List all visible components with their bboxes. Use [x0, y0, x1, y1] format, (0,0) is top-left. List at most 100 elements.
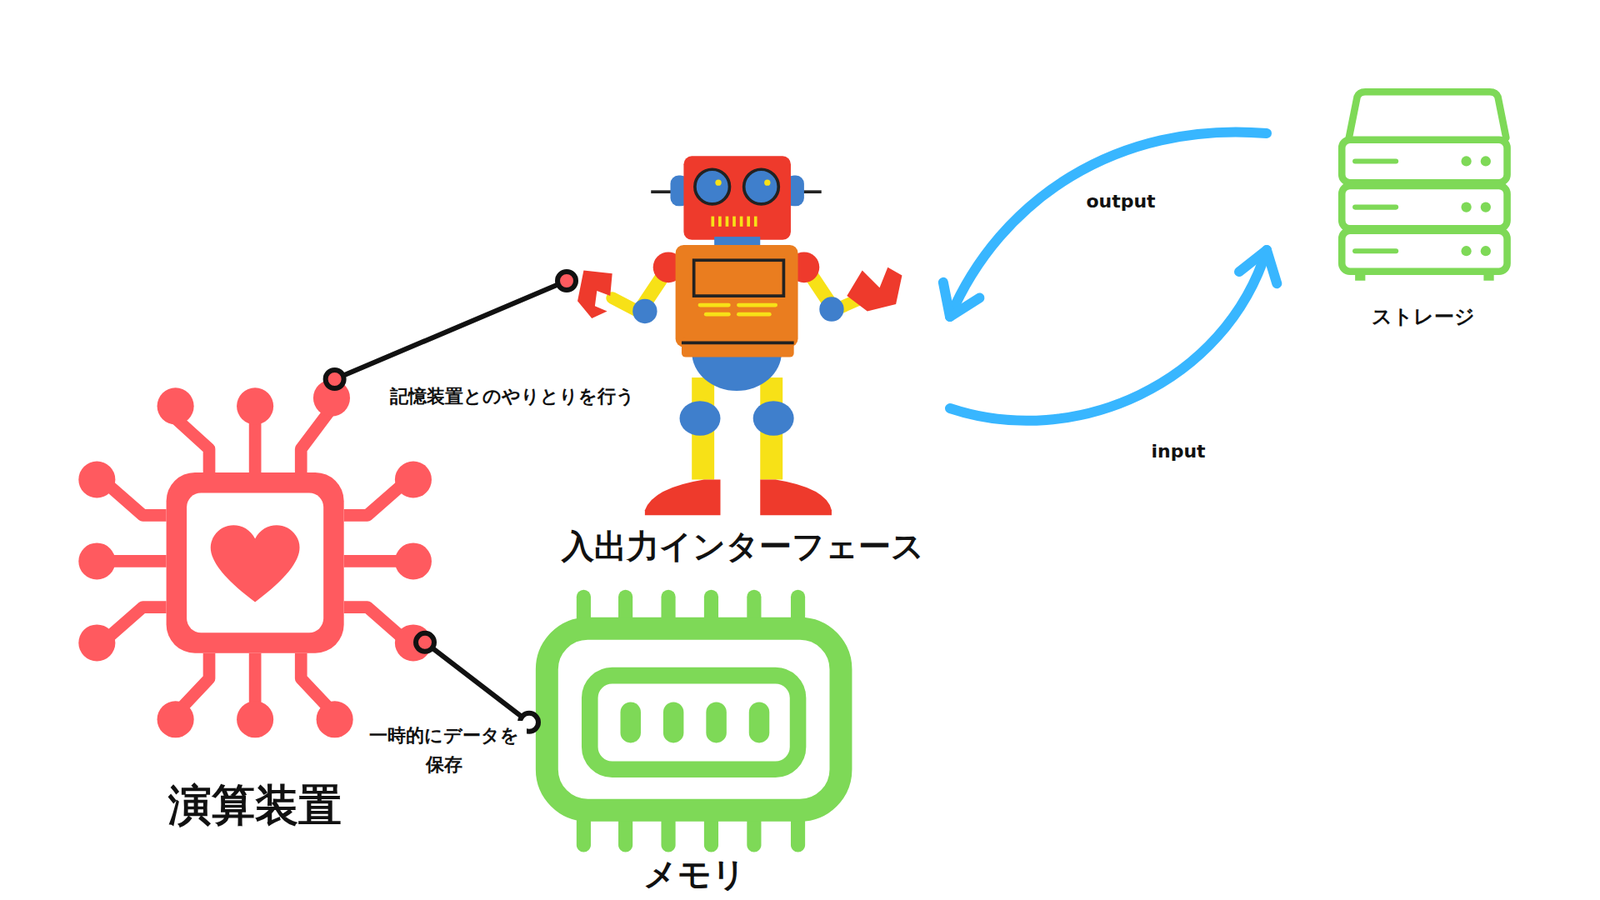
illustration-part [819, 296, 844, 321]
illustration-part [680, 400, 721, 436]
illustration-part [395, 460, 432, 498]
illustration-part [753, 400, 795, 436]
illustration-part [1341, 185, 1507, 229]
illustration-part [645, 480, 721, 516]
illustration-part [790, 596, 805, 619]
leader-ring [415, 633, 435, 652]
illustration-part [546, 628, 841, 810]
edge-label: input [1147, 440, 1209, 462]
edge-label: 一時的にデータを 保存 [361, 720, 527, 780]
illustration-part [1483, 271, 1494, 281]
leader-ring [557, 271, 576, 290]
edge-label: 記憶装置とのやりとりを行う [386, 384, 639, 410]
illustration-part [395, 542, 432, 580]
illustration-part [675, 245, 799, 347]
illustration-part [650, 190, 674, 194]
illustration-part [1460, 201, 1471, 212]
robot-icon [577, 155, 902, 515]
node-label: 演算装置 [168, 779, 342, 831]
illustration-part [663, 701, 684, 743]
illustration-part [754, 216, 758, 227]
illustration-part [78, 624, 115, 661]
illustration-part [846, 267, 902, 312]
illustration-part [1480, 155, 1491, 166]
illustration-part [576, 596, 591, 619]
illustration-part [790, 821, 805, 845]
connector-line [950, 250, 1267, 421]
illustration-part [736, 303, 778, 308]
illustration-part [576, 821, 591, 845]
illustration-part [78, 542, 115, 580]
illustration-part [620, 701, 770, 743]
arrow-head [1239, 250, 1277, 284]
illustration-part [186, 492, 324, 633]
illustration-part [764, 180, 770, 186]
illustration-part [725, 216, 730, 227]
illustration-part [166, 472, 345, 654]
edge-label: output [1082, 190, 1159, 212]
illustration-part [620, 701, 640, 743]
cpu-icon [78, 380, 432, 739]
illustration-part [746, 216, 750, 227]
illustration-part [694, 260, 785, 296]
connector-line [425, 642, 530, 723]
illustration-part [732, 216, 736, 227]
illustration-part [1355, 205, 1396, 210]
connector-line [950, 131, 1267, 317]
illustration-part [157, 387, 195, 425]
memory-icon [546, 596, 841, 845]
illustration-part [660, 821, 675, 845]
illustration-part [1460, 155, 1471, 166]
leader-ring [325, 370, 345, 389]
connector [943, 131, 1267, 317]
illustration-part [236, 387, 274, 425]
illustration-part [744, 169, 780, 205]
illustration-part [618, 596, 633, 619]
illustration-part [760, 480, 832, 516]
arrow-head [943, 282, 980, 317]
illustration-part [704, 312, 731, 317]
illustration-part [681, 336, 795, 357]
icon-node: ストレージ [1266, 83, 1517, 334]
illustration-part [705, 701, 726, 743]
illustration-part [1480, 245, 1491, 256]
illustration-part [1355, 155, 1495, 280]
storage-icon [1341, 91, 1507, 281]
node-label: ストレージ [1371, 305, 1475, 330]
illustration-part [1341, 230, 1507, 272]
illustration-part [577, 270, 613, 319]
illustration-part [683, 155, 791, 240]
illustration-part [316, 700, 354, 738]
illustration-part [1460, 245, 1471, 256]
illustration-part [736, 312, 772, 317]
illustration-part [660, 596, 675, 619]
illustration-part [715, 180, 721, 186]
connector [415, 633, 539, 732]
illustration-part [618, 821, 633, 845]
illustration-part [236, 700, 274, 738]
illustration-part [740, 216, 744, 227]
illustration-part [704, 821, 719, 845]
illustration-part [1355, 248, 1396, 254]
illustration-part [1341, 140, 1507, 183]
illustration-part [710, 216, 715, 227]
connector [325, 271, 576, 389]
illustration-part [746, 596, 761, 619]
illustration-part [78, 460, 115, 498]
illustration-part [1355, 271, 1365, 281]
illustration-part [175, 418, 210, 473]
illustration-part [691, 351, 782, 391]
icon-node: 入出力インターフェース [566, 154, 950, 571]
illustration-part [718, 216, 722, 227]
illustration-part [210, 525, 300, 602]
illustration-part [749, 701, 770, 743]
illustration-part [681, 341, 795, 345]
illustration-part [590, 675, 799, 770]
connector [950, 250, 1277, 421]
illustration-part [1480, 201, 1491, 212]
illustration-part [1349, 91, 1507, 138]
node-label: メモリ [643, 854, 746, 895]
